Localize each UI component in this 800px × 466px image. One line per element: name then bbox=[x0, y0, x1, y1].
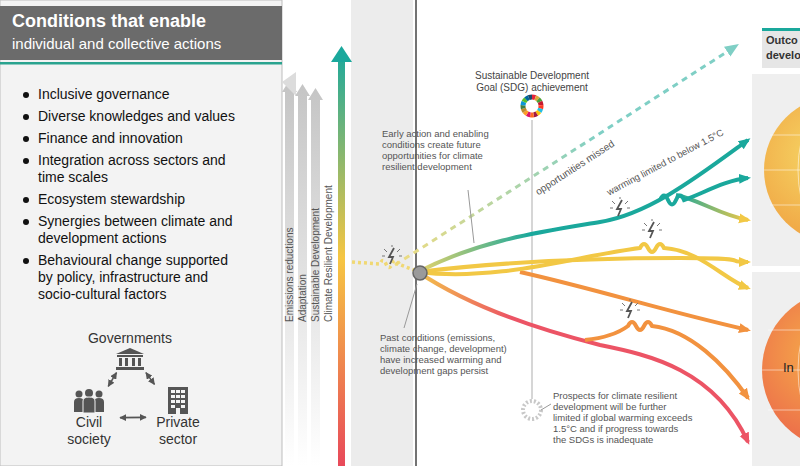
annotation: Prospects for climate resilient developm… bbox=[553, 390, 693, 445]
actor-icon bbox=[148, 386, 208, 414]
bullet-item: Finance and innovation bbox=[20, 130, 242, 147]
enabling-conditions-panel: Conditions that enable individual and col… bbox=[0, 0, 282, 466]
bullet-item: Integration across sectors and time scal… bbox=[20, 152, 242, 186]
sdg-wheel-segment bbox=[534, 114, 537, 115]
actor-icon bbox=[82, 347, 178, 371]
actor-connector bbox=[108, 373, 116, 387]
bullet-item: Ecosystem stewardship bbox=[20, 191, 242, 208]
bullet-item: Behavioural change supported by policy, … bbox=[20, 252, 242, 303]
annotation: In bbox=[783, 360, 794, 376]
actor-icon bbox=[60, 388, 118, 414]
axis-label: Adaptation bbox=[297, 274, 309, 322]
annotation: Sustainable Development Goal (SDG) achie… bbox=[468, 70, 596, 94]
actor-label: Private sector bbox=[148, 414, 208, 448]
sdg-wheel-segment bbox=[538, 99, 540, 102]
annotation: Past conditions (emissions, climate chan… bbox=[380, 332, 508, 376]
sdg-wheel-segment bbox=[530, 112, 533, 117]
sdg-wheel-segment bbox=[527, 114, 530, 115]
sdg-wheel-segment bbox=[539, 108, 540, 111]
annotation: develo bbox=[766, 49, 800, 62]
sdg-wheel-segment bbox=[537, 111, 539, 113]
sdg-wheel-segment bbox=[538, 105, 543, 108]
actor-connector bbox=[146, 373, 154, 385]
actor-node: Civil society bbox=[60, 388, 118, 448]
bullet-item: Inclusive governance bbox=[20, 86, 242, 103]
sdg-wheel-segment bbox=[529, 95, 532, 101]
sdg-wheel-segment bbox=[538, 102, 544, 105]
actor-node: Governments bbox=[82, 330, 178, 371]
actor-connector bbox=[120, 417, 146, 419]
actor-label: Civil society bbox=[60, 414, 118, 448]
sdg-wheel-segment bbox=[523, 108, 524, 111]
panel-subheading: individual and collective actions bbox=[12, 35, 221, 52]
sdg-wheel-segment bbox=[521, 105, 526, 108]
bullet-item: Synergies between climate and developmen… bbox=[20, 213, 242, 247]
path-label: warming limited to below 1.5°C bbox=[605, 127, 725, 198]
bullet-list: Inclusive governanceDiverse knowledges a… bbox=[20, 86, 242, 308]
path-label: opportunities missed bbox=[533, 138, 616, 198]
actor-label: Governments bbox=[82, 330, 178, 347]
sdg-wheel-segment bbox=[535, 98, 538, 100]
sdg-wheel-segment bbox=[526, 98, 529, 100]
panel-heading: Conditions that enable bbox=[12, 11, 206, 32]
axis-label: Sustainable Development bbox=[310, 208, 322, 322]
axis-label: Emissions reductions bbox=[284, 228, 296, 322]
sdg-wheel-segment bbox=[524, 99, 526, 102]
axis-label: Climate Resilient Development bbox=[323, 185, 335, 322]
actor-node: Private sector bbox=[148, 386, 208, 448]
annotation: Early action and enabling conditions cre… bbox=[382, 128, 490, 172]
sdg-wheel-segment bbox=[525, 111, 527, 113]
annotation: Outco bbox=[766, 34, 798, 47]
bullet-item: Diverse knowledges and values bbox=[20, 108, 242, 125]
